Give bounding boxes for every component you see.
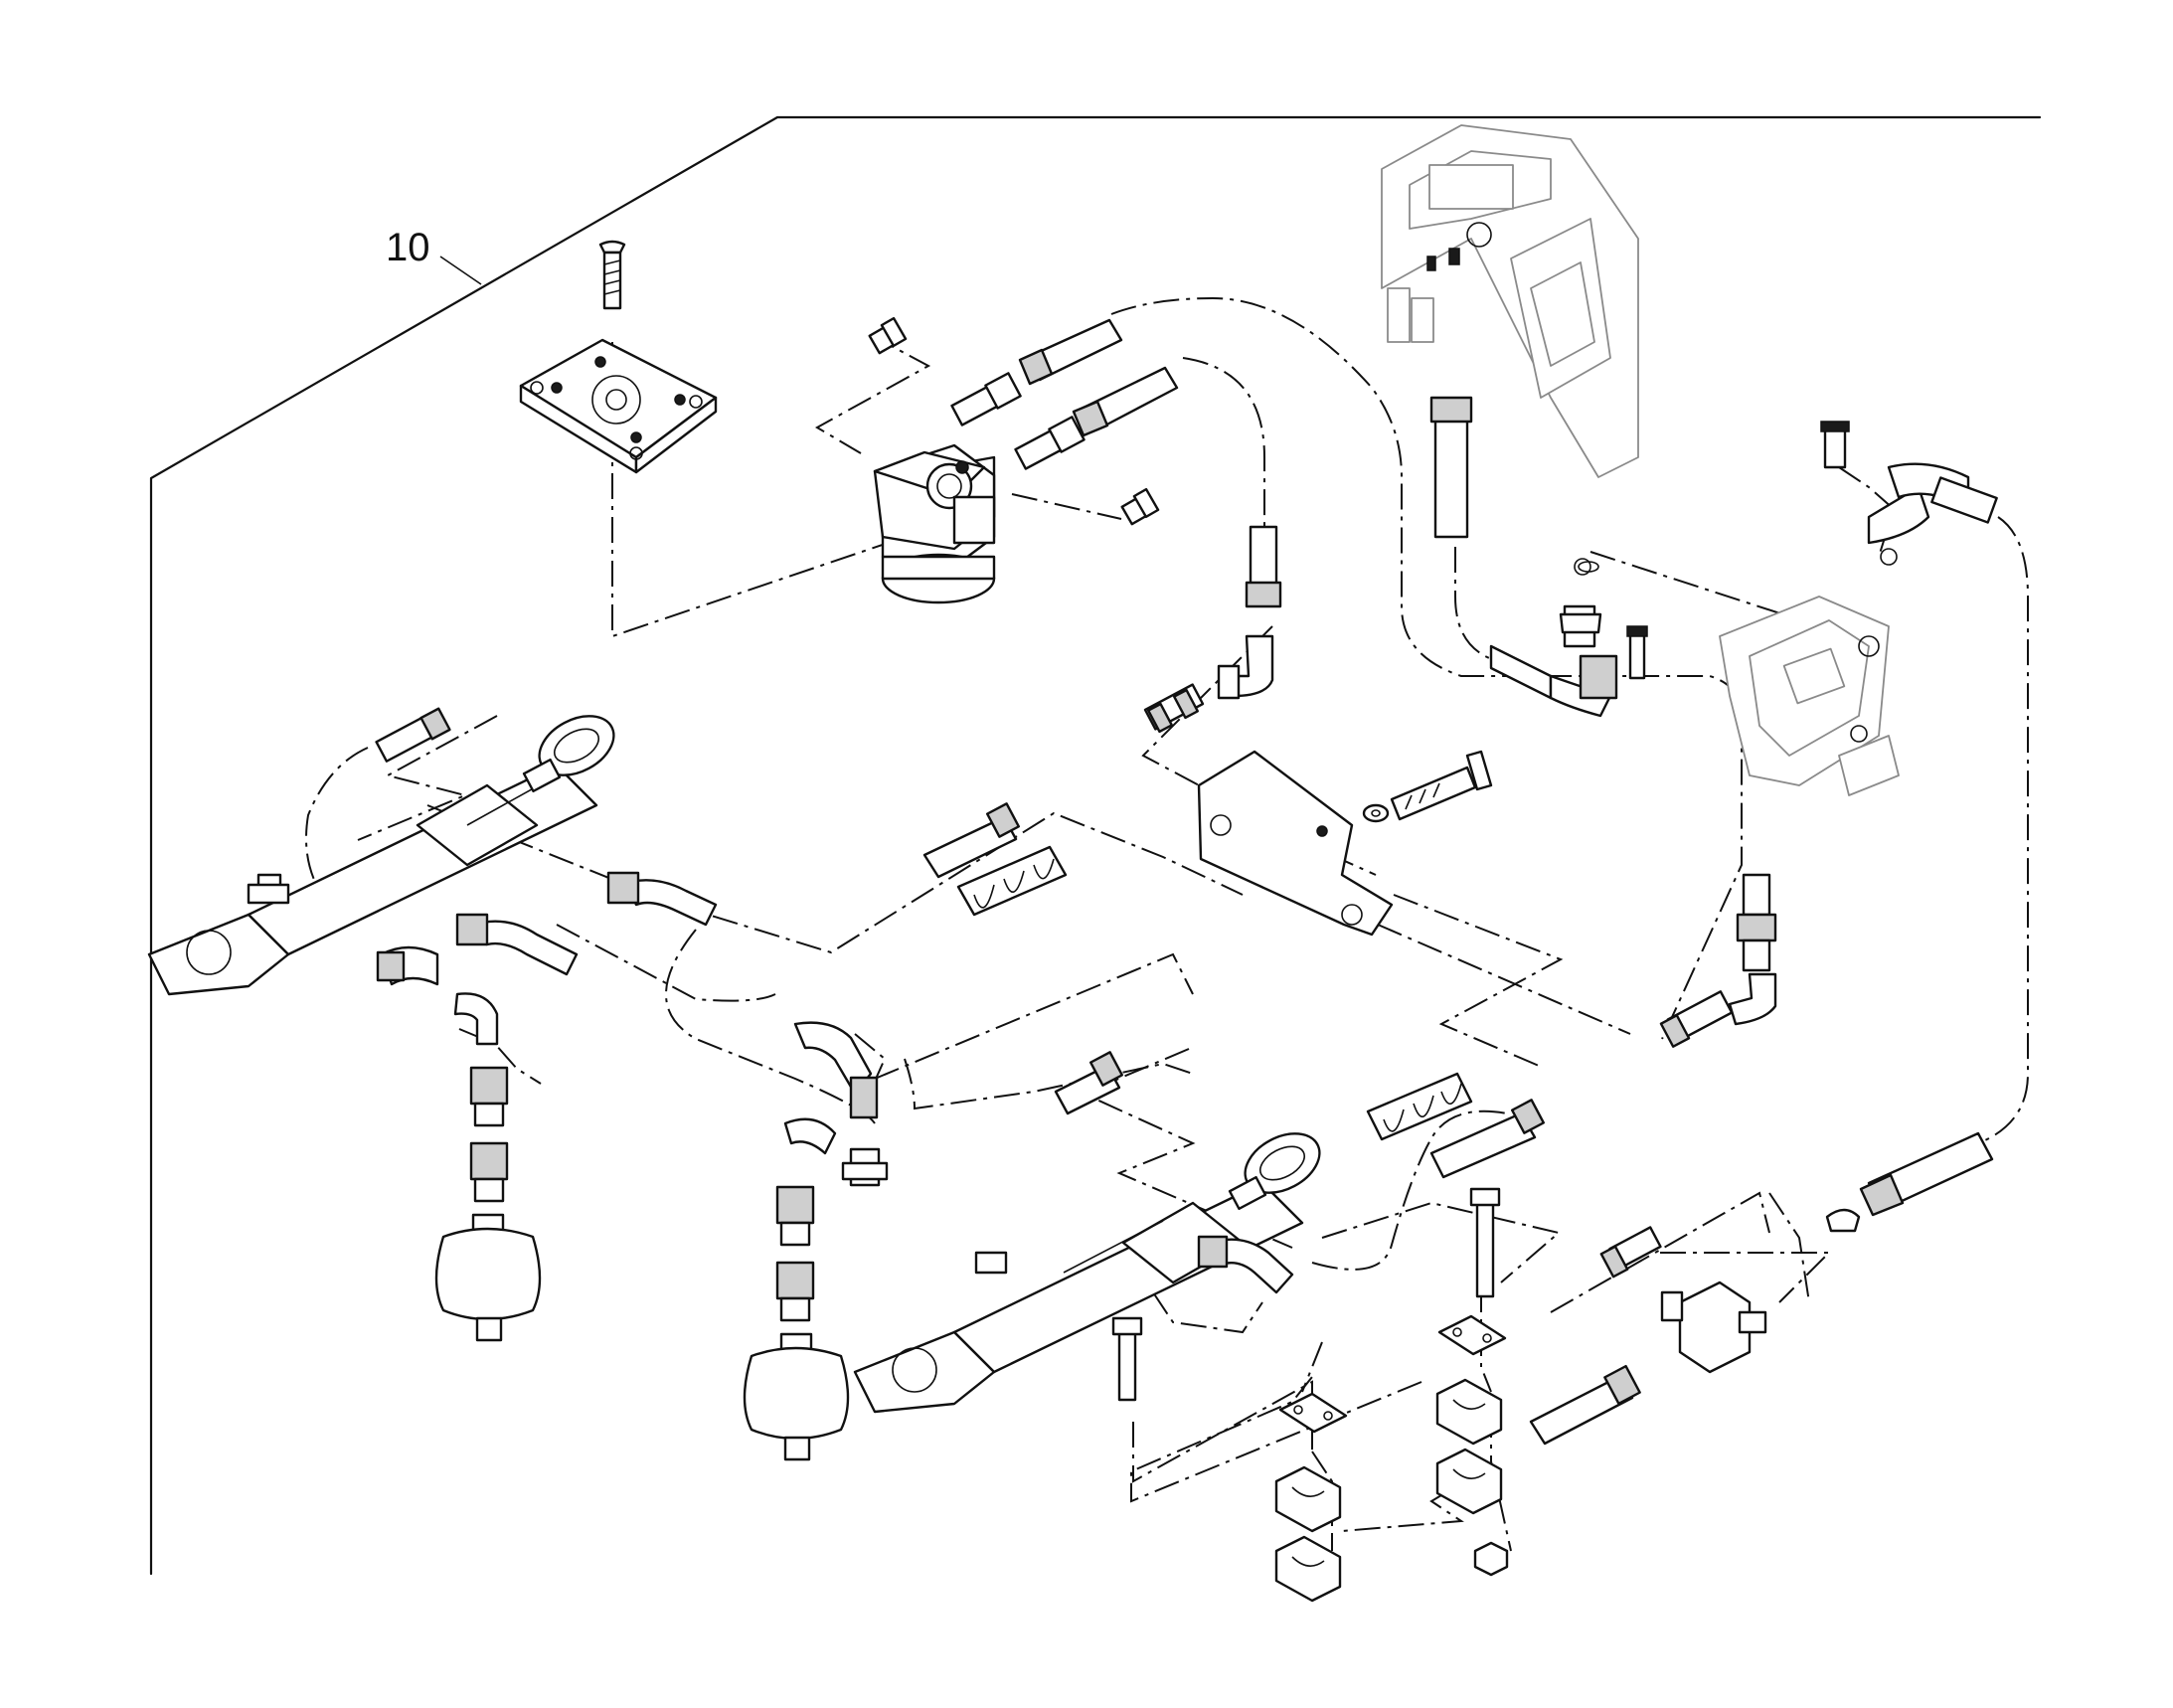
frame-bracket-reference (1381, 124, 1639, 478)
clamp-half-1[interactable] (1274, 1465, 1342, 1533)
spiral-guard-2[interactable] (1366, 1072, 1473, 1141)
elbow-fitting-center-b[interactable] (841, 1147, 889, 1187)
reducer-fitting-left-2[interactable] (469, 1141, 509, 1203)
hose-fitting-vertical-right[interactable] (1736, 873, 1777, 972)
hose-center-lower[interactable] (1054, 1051, 1124, 1115)
reducer-fitting-center-1[interactable] (775, 1185, 815, 1247)
elbow-fitting-center[interactable] (1217, 634, 1274, 700)
test-point-fitting[interactable] (1599, 1226, 1662, 1279)
swivel-fitting-right[interactable] (1559, 558, 1602, 648)
hydraulic-cylinder-left[interactable] (147, 704, 624, 996)
hose-vertical-right[interactable] (1429, 396, 1473, 539)
clamp-bolt-2[interactable] (1469, 1187, 1501, 1298)
hose-segment-lower-right[interactable] (1429, 1099, 1546, 1179)
steering-valve[interactable] (873, 443, 996, 604)
circlip-lower-right[interactable] (1825, 1208, 1861, 1233)
hose-upper-2[interactable] (1072, 366, 1179, 437)
clamp-half-2[interactable] (1274, 1535, 1342, 1603)
elbow-fitting-left-b[interactable] (453, 992, 499, 1046)
elbow-fitting-right[interactable] (1728, 972, 1777, 1026)
hex-nut[interactable] (1473, 1541, 1509, 1577)
o-ring-right[interactable] (1578, 561, 1599, 573)
spiral-guard-1[interactable] (956, 845, 1068, 917)
elbow-hose-left-2[interactable] (455, 913, 579, 976)
clamp-bolt-1[interactable] (1111, 1316, 1143, 1402)
clamp-half-4[interactable] (1435, 1448, 1503, 1515)
hose-left-upper[interactable] (375, 707, 451, 763)
bracket-plate[interactable] (1197, 750, 1394, 937)
elbow-fitting-left-a[interactable] (376, 945, 439, 986)
hose-upper-1[interactable] (1018, 318, 1123, 386)
countersunk-screw[interactable] (598, 240, 626, 310)
elbow-fitting-center-a[interactable] (783, 1117, 837, 1155)
assembly-boundary (149, 115, 2042, 1576)
elbow-hose-left-1[interactable] (606, 871, 718, 927)
elbow-hose-center-1[interactable] (793, 1021, 879, 1119)
actuator-reference (1719, 596, 1900, 796)
hose-lower-curve[interactable] (1489, 644, 1618, 718)
elbow-hose-top-right[interactable] (1887, 462, 1998, 524)
small-fitting-cylinder-center[interactable] (974, 1251, 1008, 1275)
washer-center[interactable] (1362, 803, 1390, 823)
hose-fitting-lower-right[interactable] (1529, 1364, 1641, 1446)
mounting-plate[interactable] (519, 338, 718, 474)
hydraulic-cylinder-center[interactable] (853, 1121, 1330, 1414)
callout-label: 10 (386, 226, 430, 269)
elbow-hose-center-2[interactable] (1197, 1235, 1294, 1294)
hose-vertical-center[interactable] (1245, 525, 1282, 608)
accumulator-center[interactable] (743, 1332, 850, 1461)
plug-adapter-1[interactable] (868, 316, 908, 355)
quick-connector-right[interactable] (1659, 990, 1734, 1048)
reducer-fitting-left-1[interactable] (469, 1066, 509, 1127)
connector-center[interactable] (1143, 683, 1205, 734)
hose-long-lower-right[interactable] (1859, 1131, 1994, 1217)
accumulator-left[interactable] (434, 1213, 542, 1342)
reducer-fitting-center-2[interactable] (775, 1261, 815, 1322)
small-fitting-cylinder-left[interactable] (247, 873, 290, 905)
hose-fitting-2[interactable] (1014, 416, 1086, 470)
clamp-plate-1[interactable] (1278, 1392, 1348, 1434)
callout-10[interactable]: 10 (386, 226, 482, 285)
small-bolt-right[interactable] (1626, 625, 1648, 680)
clamp-half-3[interactable] (1435, 1378, 1503, 1446)
clamp-fitting-upper-right[interactable] (1820, 421, 1930, 566)
hose-segment-center-left[interactable] (922, 802, 1021, 879)
hose-fitting-1[interactable] (950, 372, 1022, 427)
clamp-plate-2[interactable] (1437, 1314, 1507, 1356)
pressure-valve-block[interactable] (1660, 1281, 1767, 1374)
hex-bolt-center[interactable] (1390, 750, 1493, 821)
callout-leader (439, 256, 482, 285)
plug-adapter-2[interactable] (1120, 487, 1160, 526)
